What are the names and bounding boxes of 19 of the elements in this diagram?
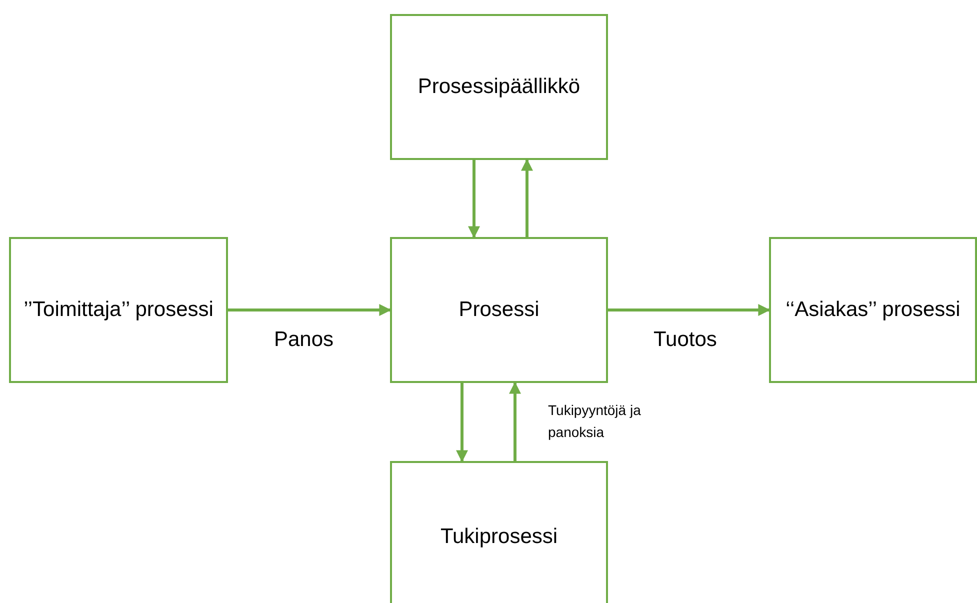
edge-label: Tuotos <box>654 328 717 352</box>
node-label: ’’Toimittaja’’ prosessi <box>24 297 214 324</box>
process-box <box>9 237 228 383</box>
edge-label: Panos <box>274 328 334 352</box>
arrow <box>468 160 480 238</box>
arrow <box>608 304 770 316</box>
process-box <box>390 237 608 383</box>
process-box <box>390 461 608 603</box>
node-label: Tukiprosessi <box>440 524 558 550</box>
edge-label: Tukipyyntöjä ja panoksia <box>548 401 642 442</box>
node-label: ‘‘Asiakas’’ prosessi <box>786 297 960 324</box>
process-box <box>390 14 608 160</box>
arrow <box>228 304 392 316</box>
arrow <box>521 158 533 237</box>
node-label: Prosessi <box>458 297 540 324</box>
arrow <box>509 382 521 461</box>
arrow <box>456 383 468 462</box>
process-box <box>769 237 977 383</box>
node-label: Prosessipäällikkö <box>418 74 580 100</box>
